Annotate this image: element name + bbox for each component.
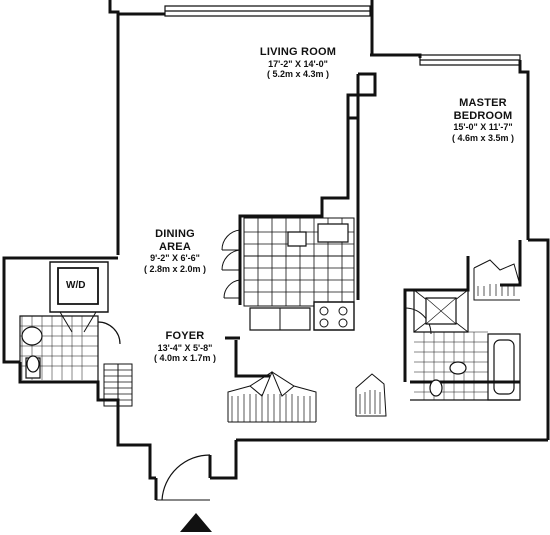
foyer-label: FOYER 13'-4" X 5'-8" ( 4.0m x 1.7m ) (140, 330, 230, 363)
dining-area-name-line1: DINING (155, 228, 195, 240)
master-bedroom-label: MASTER BEDROOM 15'-0" X 11'-7" ( 4.6m x … (438, 97, 528, 143)
dining-area-name-line2: AREA (159, 240, 191, 253)
dining-area-dimensions-metric: ( 2.8m x 2.0m ) (143, 263, 207, 274)
left-bathroom (20, 316, 120, 382)
master-bathroom (410, 290, 520, 400)
dining-area-label: DINING AREA 9'-2" X 6'-6" ( 2.8m x 2.0m … (134, 228, 216, 274)
living-room-dimensions-metric: ( 5.2m x 4.3m ) (266, 68, 330, 79)
entry-arrow-icon (180, 513, 212, 532)
master-bedroom-name-line2: BEDROOM (453, 109, 513, 122)
kitchen-counter (244, 218, 354, 330)
foyer-dimensions-metric: ( 4.0m x 1.7m ) (153, 352, 217, 363)
living-room-label: LIVING ROOM 17'-2" X 14'-0" ( 5.2m x 4.3… (248, 46, 348, 79)
foyer-closet-left (104, 364, 132, 406)
washer-dryer-label: W/D (66, 280, 86, 291)
foyer-dimensions-imperial: 13'-4" X 5'-8" (157, 342, 213, 353)
washer-dryer-closet (50, 262, 108, 332)
master-bedroom-name-line1: MASTER (459, 97, 507, 109)
living-room-window (165, 6, 370, 16)
master-bedroom-dimensions-imperial: 15'-0" X 11'-7" (453, 122, 513, 133)
bedroom-closet (405, 260, 520, 334)
master-bedroom-dimensions-metric: ( 4.6m x 3.5m ) (451, 132, 515, 143)
bedroom-window (420, 55, 520, 65)
living-room-dimensions-imperial: 17'-2" X 14'-0" (268, 58, 328, 69)
living-room-name: LIVING ROOM (259, 46, 337, 58)
dining-area-dimensions-imperial: 9'-2" X 6'-6" (150, 253, 200, 264)
foyer-name: FOYER (165, 330, 205, 342)
kitchen-doors (222, 230, 240, 298)
hall-closet (356, 374, 386, 416)
foyer-closet-center (228, 372, 316, 422)
entry-door (156, 455, 210, 500)
